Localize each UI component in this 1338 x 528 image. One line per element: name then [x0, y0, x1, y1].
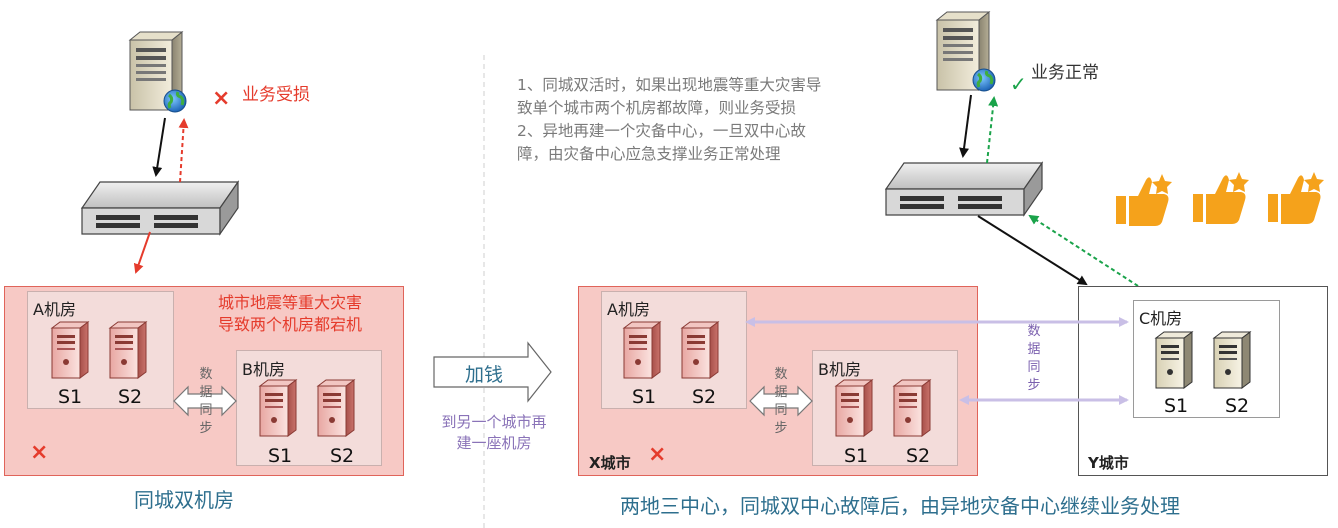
left-room-b-s1-label: S1 [268, 445, 293, 467]
left-sync-label: 数 据 同 步 [199, 366, 213, 438]
left-caption: 同城双机房 [134, 488, 234, 512]
x-sync-char-3: 同 [774, 403, 788, 418]
right-switch-to-ycity-arrow [977, 215, 1088, 286]
c-sync-char-2: 据 [1027, 342, 1041, 357]
left-room-a-title: A机房 [33, 300, 76, 319]
thumbs-up-icon-3 [1268, 172, 1324, 224]
c-sync-label: 数 据 同 步 [1027, 323, 1041, 395]
left-server-to-switch-arrow [152, 117, 166, 177]
thumbs-up-icon-2 [1193, 172, 1249, 224]
left-room-b-server-s2 [317, 379, 355, 437]
left-room-a-server-s2 [109, 321, 147, 379]
middle-note-line4: 障，由灾备中心应急支撑业务正常处理 [517, 145, 781, 163]
left-server-fail-mark: × [212, 86, 231, 111]
right-caption: 两地三中心，同城双中心故障后，由异地灾备中心继续业务处理 [620, 494, 1180, 518]
x-room-a [601, 291, 747, 409]
x-sync-char-2: 据 [774, 385, 788, 400]
left-room-b [236, 350, 382, 466]
x-room-a-s2-label: S2 [692, 386, 717, 408]
left-room-a-server-s1 [51, 321, 89, 379]
add-money-note: 到另一个城市再 建一座机房 [424, 412, 564, 454]
right-switch-to-server-dashed-arrow [986, 96, 999, 164]
x-sync-char-4: 步 [774, 421, 788, 436]
middle-note: 1、同城双活时，如果出现地震等重大灾害导 致单个城市两个机房都故障，则业务受损 … [517, 74, 821, 166]
left-room-a-servers [51, 321, 147, 379]
c-sync-lines [745, 317, 1129, 405]
y-room-c-server-s2 [1213, 331, 1251, 389]
c-sync-char-3: 同 [1027, 360, 1041, 375]
left-region-fail-mark: × [30, 440, 49, 465]
left-room-b-server-s1 [259, 379, 297, 437]
right-globe-icon [971, 67, 997, 93]
left-switch [81, 181, 239, 235]
left-room-b-title: B机房 [242, 360, 285, 379]
y-room-c-s2-label: S2 [1225, 395, 1250, 417]
left-room-a [27, 291, 174, 409]
left-sync-char-1: 数 [199, 367, 213, 382]
left-globe-icon [162, 88, 188, 114]
x-room-a-server-s2 [681, 321, 719, 379]
middle-note-line2: 致单个城市两个机房都故障，则业务受损 [517, 99, 797, 117]
left-room-a-s2-label: S2 [118, 386, 143, 408]
left-sync-double-arrow [173, 385, 237, 417]
y-room-c-s1-label: S1 [1164, 395, 1189, 417]
y-city-label: Y城市 [1088, 454, 1129, 472]
left-room-b-s2-label: S2 [330, 445, 355, 467]
left-status-label: 业务受损 [242, 85, 310, 105]
y-room-c-servers [1155, 331, 1251, 389]
x-sync-char-1: 数 [774, 367, 788, 382]
middle-note-line3: 2、异地再建一个灾备中心，一旦双中心故 [517, 122, 806, 140]
right-status-label: 业务正常 [1031, 63, 1099, 83]
right-switch [885, 162, 1043, 216]
left-disaster-note-line2: 导致两个机房都宕机 [218, 315, 363, 334]
left-sync-char-4: 步 [199, 421, 213, 436]
left-sync-char-3: 同 [199, 403, 213, 418]
left-room-a-s1-label: S1 [58, 386, 83, 408]
x-room-a-server-s1 [623, 321, 661, 379]
ycity-to-switch-dashed-arrow [1028, 214, 1139, 287]
x-room-b-title: B机房 [818, 360, 861, 379]
x-room-b-s1-label: S1 [844, 445, 869, 467]
x-room-b-s2-label: S2 [906, 445, 931, 467]
left-disaster-note-line1: 城市地震等重大灾害 [218, 293, 363, 312]
x-sync-double-arrow [749, 385, 813, 417]
left-disaster-note: 城市地震等重大灾害 导致两个机房都宕机 [218, 292, 362, 336]
c-sync-char-1: 数 [1027, 324, 1041, 339]
left-switch-to-region-arrow [133, 231, 151, 274]
thumbs-up-icon-1 [1116, 174, 1172, 226]
add-money-note-line2: 建一座机房 [456, 434, 532, 452]
middle-note-line1: 1、同城双活时，如果出现地震等重大灾害导 [517, 76, 822, 94]
y-room-c-server-s1 [1155, 331, 1193, 389]
right-server-to-switch-arrow [959, 94, 972, 158]
x-sync-label: 数 据 同 步 [774, 366, 788, 438]
left-sync-char-2: 据 [199, 385, 213, 400]
right-ok-mark: ✓ [1010, 72, 1027, 96]
left-switch-to-server-dashed-arrow [178, 118, 189, 183]
y-room-c-title: C机房 [1139, 309, 1183, 328]
x-room-a-servers [623, 321, 719, 379]
add-money-arrow [433, 341, 552, 403]
x-room-a-s1-label: S1 [632, 386, 657, 408]
x-city-fail-mark: × [648, 442, 667, 467]
c-sync-char-4: 步 [1027, 378, 1041, 393]
add-money-label: 加钱 [465, 364, 504, 386]
x-room-a-title: A机房 [607, 300, 650, 319]
x-city-label: X城市 [589, 454, 631, 472]
add-money-note-line1: 到另一个城市再 [441, 413, 547, 431]
left-room-b-servers [259, 379, 355, 437]
